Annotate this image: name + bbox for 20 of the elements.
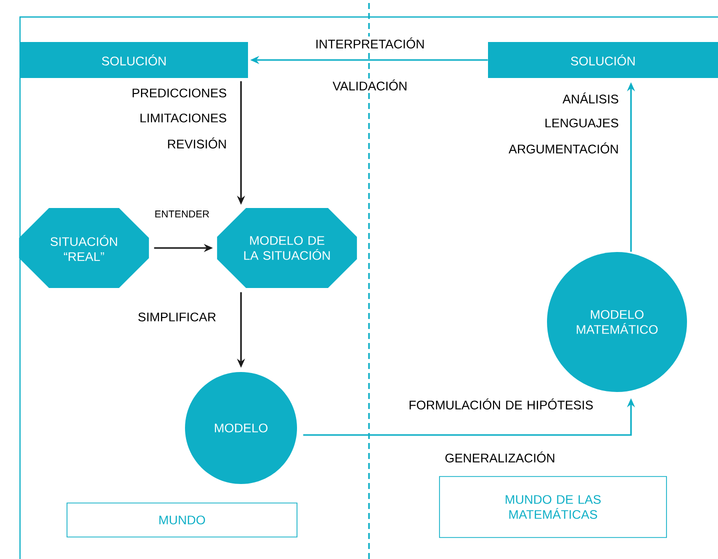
title-bar: SOLUCIÓN — [20, 42, 248, 78]
label-box: MUNDO DE LAS MATEMÁTICAS — [439, 476, 667, 538]
text-label: ARGUMENTACIÓN — [508, 142, 620, 154]
text-label: REVISIÓN — [166, 136, 228, 150]
text-label: VALIDACIÓN — [332, 78, 408, 92]
text-label: LIMITACIONES — [138, 112, 228, 124]
circle-node: MODELO MATEMÁTICO — [547, 252, 687, 392]
title-bar: SOLUCIÓN — [488, 42, 718, 78]
edge-label: INTERPRETACIÓN — [314, 36, 426, 50]
edge-label: ENTENDER — [154, 210, 210, 218]
edge-label: SIMPLIFICAR — [136, 312, 218, 322]
text-label: LENGUAJES — [543, 118, 620, 128]
octagon-box: MODELO DE LA SITUACIÓN — [217, 208, 357, 288]
text-label: PREDICCIONES — [130, 88, 228, 98]
circle-node: MODELO — [185, 372, 297, 484]
octagon-box: SITUACIÓN “REAL” — [19, 208, 149, 288]
label-box: MUNDO — [66, 502, 298, 538]
text-label: ANÁLISIS — [562, 92, 620, 104]
text-label: GENERALIZACIÓN — [444, 450, 556, 464]
edge-label: FORMULACIÓN DE HIPÓTESIS — [405, 398, 597, 410]
